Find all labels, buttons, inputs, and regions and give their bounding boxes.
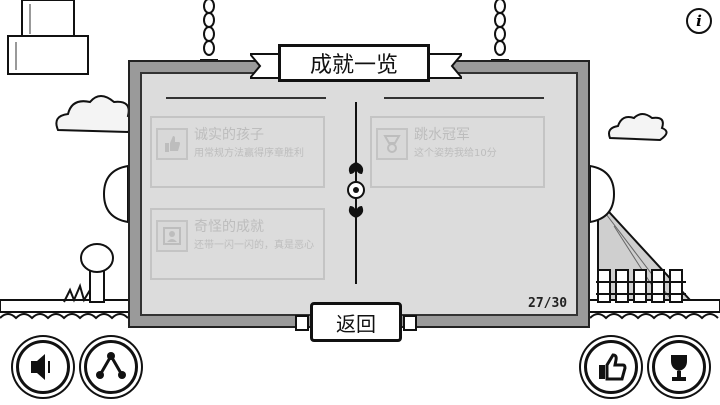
back-button-clips <box>295 315 417 331</box>
achievement-card[interactable]: 跳水冠军 这个姿势我给10分 <box>370 116 545 188</box>
center-ornament <box>347 102 365 284</box>
board-lobe-right <box>589 164 616 224</box>
cloud-right <box>608 113 668 142</box>
cloud-left <box>55 95 135 134</box>
divider-right <box>384 97 544 99</box>
fence-right <box>596 269 686 303</box>
achievement-counter: 27/30 <box>528 296 568 311</box>
info-button[interactable]: i <box>686 8 712 34</box>
achievement-card[interactable]: 诚实的孩子 用常规方法赢得序章胜利 <box>150 116 325 188</box>
divider-left <box>166 97 326 99</box>
achievement-desc: 用常规方法赢得序章胜利 <box>194 148 304 159</box>
tree-left <box>63 243 114 303</box>
board-lobe-left <box>102 164 129 224</box>
pipe-decoration <box>7 0 89 75</box>
achievement-title: 奇怪的成就 <box>194 219 264 235</box>
achievement-desc: 还带一闪一闪的，真是恶心 <box>194 240 314 251</box>
thumbs-up-icon <box>599 353 627 381</box>
share-button[interactable] <box>84 340 138 394</box>
page-title: 成就一览 <box>278 44 430 82</box>
achievements-button[interactable] <box>652 340 706 394</box>
speaker-icon <box>31 354 50 380</box>
medal-icon <box>376 128 408 160</box>
achievement-title: 诚实的孩子 <box>194 127 264 143</box>
trophy-icon <box>671 355 687 381</box>
portrait-icon <box>156 220 188 252</box>
like-button[interactable] <box>584 340 638 394</box>
sound-button[interactable] <box>16 340 70 394</box>
achievement-title: 跳水冠军 <box>414 127 470 143</box>
thumbs-up-icon <box>156 128 188 160</box>
share-icon <box>96 352 126 379</box>
back-button[interactable]: 返回 <box>310 302 402 342</box>
achievement-desc: 这个姿势我给10分 <box>414 148 497 159</box>
achievement-card[interactable]: 奇怪的成就 还带一闪一闪的，真是恶心 <box>150 208 325 280</box>
